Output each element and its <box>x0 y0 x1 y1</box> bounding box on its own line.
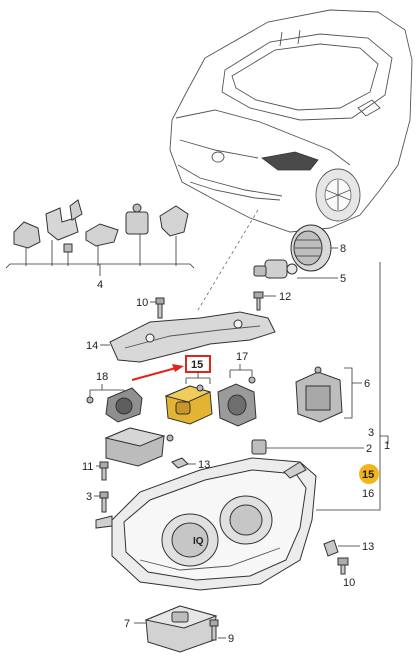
label-14: 14 <box>86 340 98 352</box>
label-11: 11 <box>82 461 93 473</box>
label-16: 16 <box>362 488 374 500</box>
headlamp-assembly: IQ <box>95 457 317 591</box>
part-14: 14 <box>86 311 276 363</box>
car-badge-icon <box>211 151 225 163</box>
bracket-line-right <box>316 262 381 511</box>
part-13-bottom: 13 <box>323 539 374 557</box>
car-to-lamp-leader <box>197 209 259 311</box>
label-3-right: 3 <box>368 427 374 439</box>
label-7: 7 <box>124 618 130 630</box>
part-6: 6 <box>295 366 370 423</box>
label-12: 12 <box>279 291 291 303</box>
part-17: 17 <box>217 351 257 427</box>
bracket-group-4: 4 <box>5 199 195 291</box>
part-10-top: 10 <box>136 297 165 319</box>
label-2: 2 <box>366 443 372 455</box>
badge-15: 15 <box>359 464 379 484</box>
part-18: 18 <box>86 371 143 423</box>
part-8: 8 <box>290 224 346 272</box>
label-5: 5 <box>340 273 346 285</box>
part-2: 2 <box>251 439 372 455</box>
part-11: 11 <box>82 461 109 481</box>
part-3-screw: 3 <box>86 491 109 513</box>
part-12: 12 <box>253 291 291 311</box>
part-5: 5 <box>253 259 346 285</box>
car-illustration <box>169 9 413 233</box>
label-4: 4 <box>97 279 103 291</box>
label-13-bottom: 13 <box>362 541 374 553</box>
label-15-dot: 15 <box>362 469 374 481</box>
part-15-module <box>164 384 213 425</box>
label-6: 6 <box>364 378 370 390</box>
label-15-boxed: 15 <box>191 359 203 371</box>
part-10-bottom: 10 <box>337 557 355 589</box>
red-arrow-icon <box>172 364 184 372</box>
highlight-15: 15 <box>131 355 211 384</box>
car-headlamp-highlight <box>261 151 319 171</box>
label-9: 9 <box>228 633 234 645</box>
label-8: 8 <box>340 243 346 255</box>
label-1: 1 <box>384 440 390 452</box>
part-ballast-module <box>104 427 174 467</box>
lamp-marking: IQ <box>193 536 204 547</box>
label-3: 3 <box>86 491 92 503</box>
label-17: 17 <box>236 351 248 363</box>
part-7: 7 <box>124 605 218 653</box>
label-10-top: 10 <box>136 297 148 309</box>
label-10-bottom: 10 <box>343 577 355 589</box>
part-9: 9 <box>209 619 234 645</box>
label-18: 18 <box>96 371 108 383</box>
